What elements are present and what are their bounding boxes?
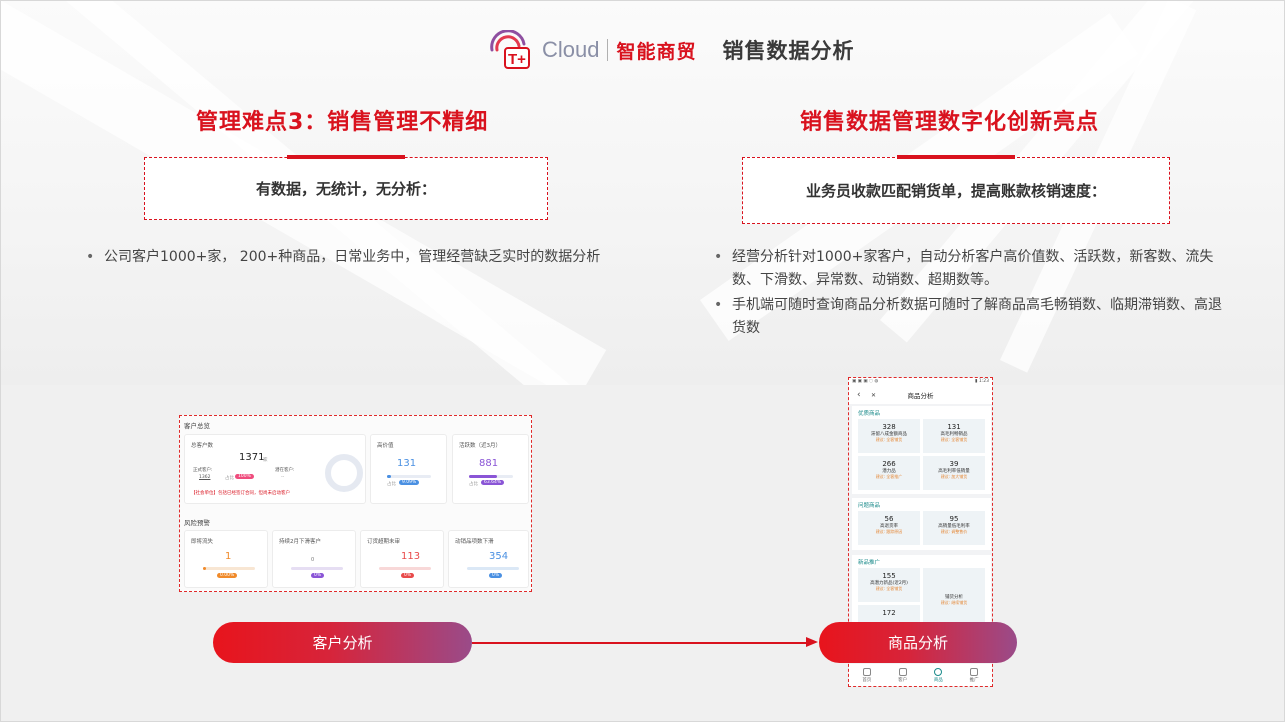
share-label: 占比 xyxy=(469,482,478,487)
share-label: 占比 xyxy=(225,476,234,481)
active-customers-card: 活跃数（近3月） 881 占比 63.64% xyxy=(452,434,529,504)
logo-text: T+ xyxy=(508,51,526,68)
sales-drop-value: 354 xyxy=(489,551,509,562)
high-value-card: 高价值 131 占比 9.09% xyxy=(370,434,447,504)
donut-chart xyxy=(325,454,363,492)
overview-section-title: 客户总览 xyxy=(184,422,210,430)
churn-card: 即将流失 1 0.00% xyxy=(184,530,268,588)
header: T+ Cloud 智能商贸 销售数据分析 xyxy=(486,28,855,72)
overdue-label: 订货超期未审 xyxy=(367,539,401,545)
new-products-title: 新品推广 xyxy=(858,560,881,566)
formal-share-badge: 100% xyxy=(235,474,254,479)
right-highlight-box: 业务员收款匹配销货单，提高账款核销速度： xyxy=(742,155,1170,224)
flow-arrow-line xyxy=(472,642,812,644)
active-customers-label: 活跃数（近3月） xyxy=(459,443,501,449)
left-bullet-item: 公司客户1000+家， 200+种商品，日常业务中，管理经营缺乏实时的数据分析 xyxy=(86,246,646,269)
left-section-title: 管理难点3：销售管理不精细 xyxy=(196,110,489,135)
total-customers-value: 1371 xyxy=(239,452,265,463)
risk-section-title: 风险预警 xyxy=(184,519,210,527)
high-value-value: 131 xyxy=(397,458,417,469)
sales-drop-card: 动销品项数下滑 354 0% xyxy=(448,530,529,588)
high-value-bar xyxy=(387,475,431,478)
phone-nav-bar: ‹ ✕ 商品分析 xyxy=(849,386,992,404)
decline-bar xyxy=(291,567,343,570)
churn-badge: 0.00% xyxy=(217,573,238,578)
high-value-label: 高价值 xyxy=(377,443,394,449)
total-customers-card: 总客户数 1371 家 正式客户: 1362 占比 100% 潜在客户: -- … xyxy=(184,434,366,504)
churn-label: 即将流失 xyxy=(191,539,214,545)
formal-customers-value: 1362 xyxy=(199,475,211,480)
decline-label: 持续2月下滑客户 xyxy=(279,539,321,545)
brand-name: 智能商贸 xyxy=(616,40,697,63)
flow-arrow-head-icon xyxy=(806,637,818,647)
active-customers-badge: 63.64% xyxy=(481,480,505,485)
customer-analysis-button[interactable]: 客户分析 xyxy=(213,622,472,663)
status-clock: ▮ 1:23 xyxy=(974,379,989,384)
formal-customers-label: 正式客户: xyxy=(193,468,213,473)
total-customers-label: 总客户数 xyxy=(191,443,214,449)
decline-card: 持续2月下滑客户 0 0% xyxy=(272,530,356,588)
customer-dashboard-screenshot: 客户总览 总客户数 1371 家 正式客户: 1362 占比 100% 潜在客户… xyxy=(179,415,532,592)
potential-customers-value: -- xyxy=(281,475,285,480)
left-bullet-list: 公司客户1000+家， 200+种商品，日常业务中，管理经营缺乏实时的数据分析 xyxy=(86,246,646,271)
right-box-text: 业务员收款匹配销货单，提高账款核销速度： xyxy=(805,182,1106,200)
sales-drop-label: 动销品项数下滑 xyxy=(455,539,494,545)
tab-promotion[interactable]: 推广 xyxy=(970,667,979,683)
overdue-bar xyxy=(379,567,431,570)
phone-nav-title: 商品分析 xyxy=(907,392,934,400)
active-customers-bar xyxy=(469,475,513,478)
box-accent-bar xyxy=(287,155,405,159)
sales-drop-bar xyxy=(467,567,519,570)
phone-status-bar: ▣ ▣ ▣ ◌ ◍ ▮ 1:23 xyxy=(849,378,992,386)
logo-cloud-text: Cloud xyxy=(542,37,600,62)
status-icons: ▣ ▣ ▣ ◌ ◍ xyxy=(852,379,879,384)
phone-tab-bar: 首页 客户 商品 推广 xyxy=(849,664,992,686)
unit: 家 xyxy=(263,458,268,463)
tab-home[interactable]: 首页 xyxy=(862,667,871,683)
problem-products-title: 问题商品 xyxy=(858,503,881,509)
tplus-logo-icon: T+ xyxy=(486,29,540,70)
close-icon[interactable]: ✕ xyxy=(871,391,877,399)
high-value-badge: 9.09% xyxy=(399,480,420,485)
potential-customers-label: 潜在客户: xyxy=(275,468,295,473)
page-title: 销售数据分析 xyxy=(722,39,855,63)
right-bullet-item: 经营分析针对1000+家客户，自动分析客户高价值数、活跃数，新客数、流失数、下滑… xyxy=(714,246,1234,292)
box-accent-bar xyxy=(897,155,1015,159)
churn-bar xyxy=(203,567,255,570)
share-label: 占比 xyxy=(387,482,396,487)
product-analysis-button[interactable]: 商品分析 xyxy=(819,622,1017,663)
overdue-badge: 0% xyxy=(401,573,415,578)
back-icon[interactable]: ‹ xyxy=(857,390,861,400)
overview-note: 【社会单位】包括已经签订合同，但尚未启动客户 xyxy=(191,491,290,496)
churn-value: 1 xyxy=(225,551,232,562)
decline-badge: 0% xyxy=(311,573,325,578)
right-section-title: 销售数据管理数字化创新亮点 xyxy=(800,110,1100,135)
overdue-card: 订货超期未审 113 0% xyxy=(360,530,444,588)
right-bullet-item: 手机端可随时查询商品分析数据可随时了解商品高毛畅销数、临期滞销数、高退货数 xyxy=(714,294,1234,340)
sales-drop-badge: 0% xyxy=(489,573,503,578)
overdue-value: 113 xyxy=(401,551,421,562)
decline-value: 0 xyxy=(311,557,315,563)
right-bullet-list: 经营分析针对1000+家客户，自动分析客户高价值数、活跃数，新客数、流失数、下滑… xyxy=(714,246,1234,342)
active-customers-value: 881 xyxy=(479,458,499,469)
left-box-text: 有数据，无统计，无分析： xyxy=(255,180,436,198)
quality-products-title: 优质商品 xyxy=(858,411,881,417)
left-highlight-box: 有数据，无统计，无分析： xyxy=(144,155,548,220)
header-divider xyxy=(607,39,609,61)
tab-products[interactable]: 商品 xyxy=(934,667,943,683)
tab-customers[interactable]: 客户 xyxy=(898,667,907,683)
